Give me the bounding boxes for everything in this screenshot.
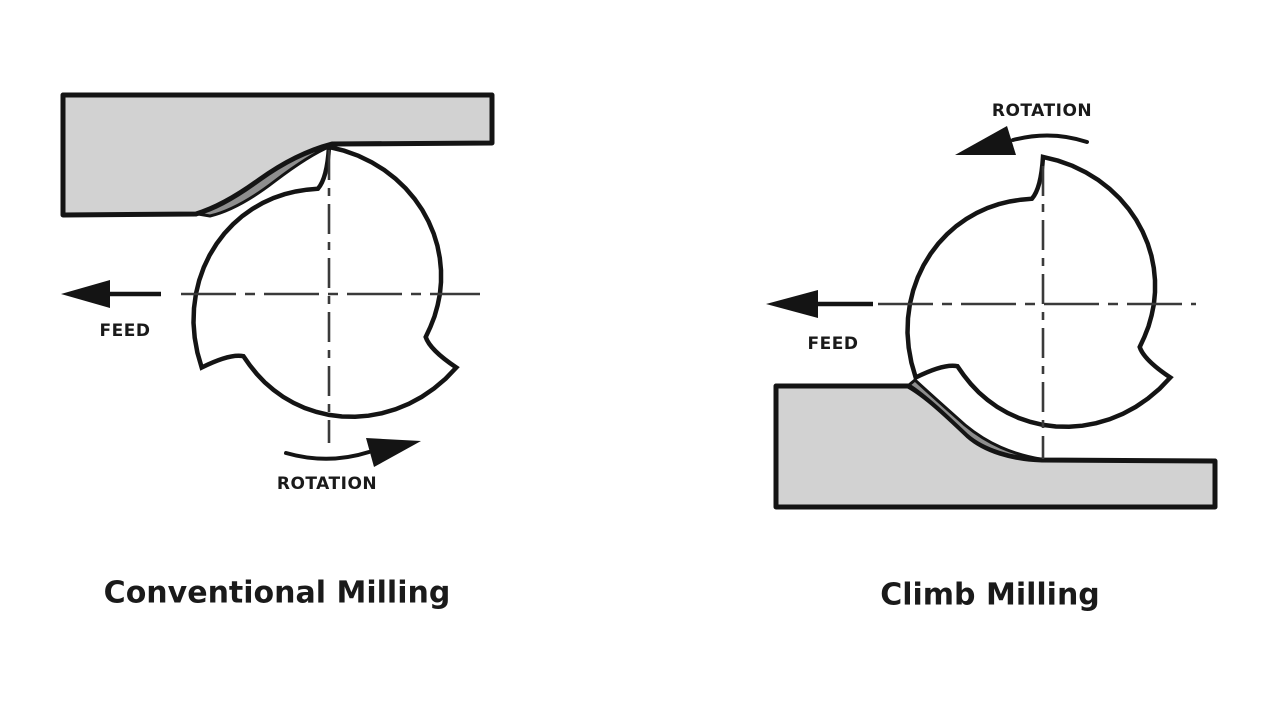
title-conventional-milling: Conventional Milling bbox=[103, 575, 451, 611]
climb-milling-rotation-arc bbox=[1011, 133, 1089, 144]
feed-label-climb: FEED bbox=[807, 334, 859, 354]
climb-milling-feed-arrowhead-icon bbox=[766, 290, 818, 318]
rotation-label-climb: ROTATION bbox=[991, 101, 1093, 121]
climb-milling bbox=[766, 126, 1218, 510]
conventional-milling-rotation-arc bbox=[284, 450, 371, 461]
conventional-milling-rotation-arrowhead-icon bbox=[366, 438, 421, 467]
conventional-milling-rotation-arrow bbox=[284, 438, 421, 467]
climb-milling-chip bbox=[907, 378, 1042, 461]
conventional-milling-feed-arrowhead-icon bbox=[61, 280, 110, 308]
climb-milling-cutter bbox=[905, 154, 1174, 430]
conventional-milling-feed-arrow bbox=[61, 280, 161, 308]
climb-milling-rotation-arrowhead-icon bbox=[955, 126, 1016, 155]
feed-label-conventional: FEED bbox=[99, 321, 151, 341]
climb-milling-rotation-arrow bbox=[955, 126, 1089, 155]
conventional-milling-chip bbox=[196, 144, 333, 218]
climb-milling-feed-arrow bbox=[766, 290, 873, 318]
conventional-milling-cutter bbox=[191, 144, 460, 420]
conventional-milling bbox=[60, 92, 495, 467]
title-climb-milling: Climb Milling bbox=[880, 577, 1100, 613]
rotation-label-conventional: ROTATION bbox=[276, 474, 378, 494]
